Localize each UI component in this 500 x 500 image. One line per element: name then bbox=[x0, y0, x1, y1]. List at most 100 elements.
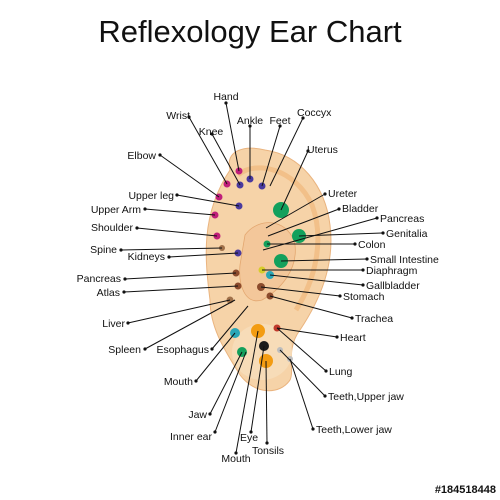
mouth-left-line bbox=[195, 332, 236, 382]
wrist-line bbox=[188, 116, 228, 185]
label-knee: Knee bbox=[199, 126, 224, 138]
label-trachea: Trachea bbox=[355, 313, 393, 325]
shoulder-line bbox=[136, 227, 218, 237]
bladder-line bbox=[267, 208, 340, 237]
label-tonsils: Tonsils bbox=[252, 445, 284, 457]
label-mouth-left: Mouth bbox=[164, 376, 193, 388]
label-small-intestine: Small Intestine bbox=[370, 254, 439, 266]
teeth-upper-line-dot bbox=[323, 394, 327, 398]
jaw-line bbox=[209, 351, 243, 415]
label-gallbladder: Gallbladder bbox=[366, 280, 420, 292]
label-genitalia: Genitalia bbox=[386, 228, 428, 240]
atlas-line-dot bbox=[122, 290, 126, 294]
label-teeth-upper-jaw: Teeth,Upper jaw bbox=[328, 391, 404, 403]
small-intestine-line bbox=[280, 258, 368, 262]
label-bladder: Bladder bbox=[342, 203, 379, 215]
kidneys-line bbox=[168, 252, 239, 258]
eye-line-dot bbox=[249, 430, 253, 434]
lung-line bbox=[276, 327, 327, 372]
atlas-line bbox=[123, 285, 239, 293]
ear-helix-rim bbox=[236, 165, 321, 312]
pancreas-left-line bbox=[124, 272, 237, 280]
chart-title: Reflexology Ear Chart bbox=[98, 14, 402, 49]
ankle-line-dot bbox=[248, 124, 252, 128]
leader-lines bbox=[120, 102, 384, 454]
stomach-line bbox=[260, 286, 341, 297]
teeth-lower-line-dot bbox=[311, 427, 315, 431]
colon-line-dot bbox=[353, 242, 357, 246]
label-mouth-bottom: Mouth bbox=[221, 453, 250, 465]
feet-line bbox=[261, 125, 281, 187]
label-teeth-lower-jaw: Teeth,Lower jaw bbox=[316, 424, 392, 436]
label-shoulder: Shoulder bbox=[91, 222, 134, 234]
bladder-line-dot bbox=[337, 207, 341, 211]
heart-line-dot bbox=[335, 335, 339, 339]
tonsils-line bbox=[265, 360, 268, 444]
upper-leg-line bbox=[176, 194, 240, 207]
pancreas-right-line-dot bbox=[375, 216, 379, 220]
label-ankle: Ankle bbox=[237, 115, 263, 127]
label-colon: Colon bbox=[358, 239, 386, 251]
pancreas-left-line-dot bbox=[123, 277, 127, 281]
upper-arm-line-dot bbox=[143, 207, 147, 211]
liver-line bbox=[127, 299, 231, 324]
ear-lobe bbox=[232, 324, 292, 380]
leader-end-dots bbox=[119, 101, 385, 455]
kidneys-line-dot bbox=[167, 255, 171, 259]
feet-line-dot bbox=[278, 124, 282, 128]
esophagus-line bbox=[211, 305, 249, 350]
stomach-line-dot bbox=[338, 294, 342, 298]
inner-ear-line bbox=[214, 351, 247, 433]
stock-id-watermark: #184518448 bbox=[434, 484, 496, 496]
liver-line-dot bbox=[126, 321, 130, 325]
heart-line bbox=[276, 327, 338, 338]
knee-line-dot bbox=[210, 132, 214, 136]
label-elbow: Elbow bbox=[127, 150, 156, 162]
label-lung: Lung bbox=[329, 366, 353, 378]
hand-line-dot bbox=[224, 101, 228, 105]
shoulder-line-dot bbox=[135, 226, 139, 230]
mouth-bottom-line-dot bbox=[234, 451, 238, 455]
label-upper-arm: Upper Arm bbox=[91, 204, 141, 216]
lung-line-dot bbox=[324, 369, 328, 373]
trachea-line-dot bbox=[350, 316, 354, 320]
label-feet: Feet bbox=[269, 115, 290, 127]
label-atlas: Atlas bbox=[97, 287, 120, 299]
coccyx-line bbox=[269, 117, 304, 187]
label-hand: Hand bbox=[213, 91, 238, 103]
hand-line bbox=[225, 102, 240, 172]
ureter-line bbox=[265, 193, 326, 229]
label-spine: Spine bbox=[90, 244, 117, 256]
elbow-line-dot bbox=[158, 153, 162, 157]
upper-arm-line bbox=[144, 208, 216, 216]
label-stomach: Stomach bbox=[343, 291, 385, 303]
teeth-upper-line bbox=[279, 349, 326, 397]
esophagus-line-dot bbox=[210, 347, 214, 351]
gallbladder-line bbox=[269, 274, 364, 286]
mouth-bottom-line bbox=[235, 330, 259, 454]
elbow-line bbox=[159, 154, 220, 198]
coccyx-line-dot bbox=[301, 116, 305, 120]
ureter-line-dot bbox=[323, 192, 327, 196]
label-liver: Liver bbox=[102, 318, 125, 330]
eye-line bbox=[250, 345, 265, 433]
label-esophagus: Esophagus bbox=[156, 344, 209, 356]
uterus-line-dot bbox=[306, 149, 310, 153]
label-pancreas-right: Pancreas bbox=[380, 213, 424, 225]
teeth-lower-line bbox=[289, 358, 314, 430]
spleen-line-dot bbox=[143, 347, 147, 351]
tonsils-line-dot bbox=[265, 441, 269, 445]
label-ureter: Ureter bbox=[328, 188, 358, 200]
trachea-line bbox=[269, 295, 353, 319]
label-wrist: Wrist bbox=[166, 110, 190, 122]
label-coccyx: Coccyx bbox=[297, 107, 332, 119]
inner-ear-line-dot bbox=[213, 430, 217, 434]
wrist-line-dot bbox=[187, 115, 191, 119]
spine-line bbox=[120, 247, 223, 251]
label-heart: Heart bbox=[340, 332, 366, 344]
label-kidneys: Kidneys bbox=[128, 251, 165, 263]
label-inner-ear: Inner ear bbox=[170, 431, 213, 443]
jaw-line-dot bbox=[208, 412, 212, 416]
label-diaphragm: Diaphragm bbox=[366, 265, 418, 277]
